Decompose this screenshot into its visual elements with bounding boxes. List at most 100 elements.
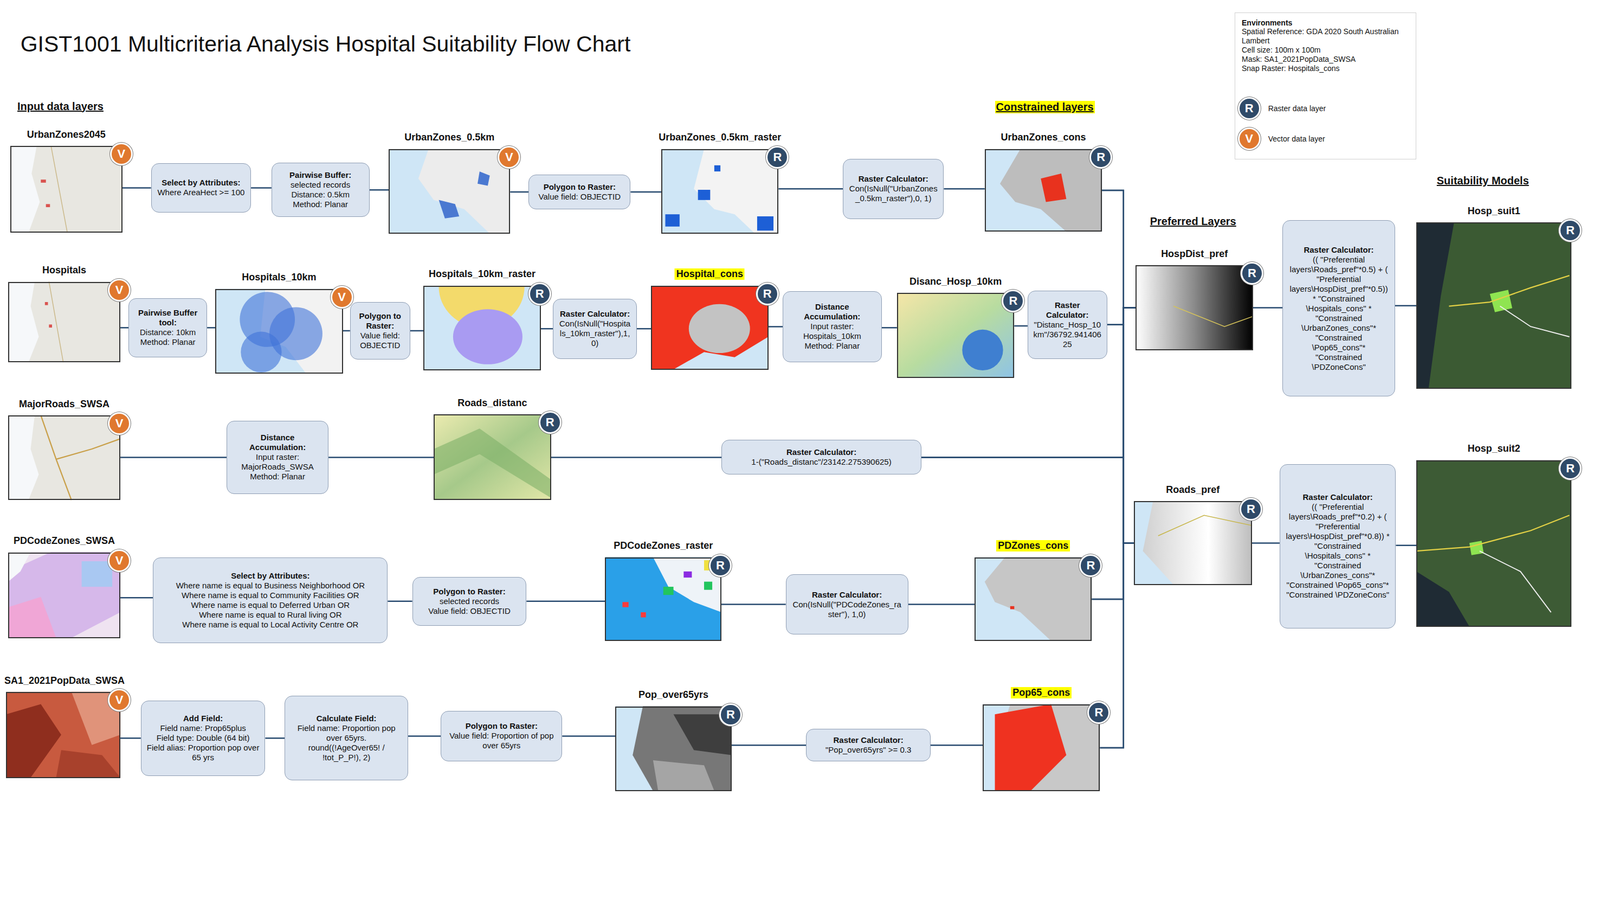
connector xyxy=(1253,306,1283,309)
badge-letter: V xyxy=(505,151,514,164)
legend-text: Raster data layer xyxy=(1268,104,1327,113)
excluded-area xyxy=(688,304,751,353)
layer-thumbnail: PDCodeZones_rasterR xyxy=(604,557,722,641)
badge-letter: R xyxy=(1086,559,1095,572)
badge-letter: R xyxy=(763,287,772,300)
connector xyxy=(120,596,153,599)
layer-thumbnail: Hospitals_10km_rasterR xyxy=(423,285,541,371)
map-land xyxy=(10,145,123,233)
process-title: Select by Attributes: xyxy=(158,570,383,581)
layer-name: UrbanZones2045 xyxy=(27,128,106,141)
process-title: Polygon to Raster: xyxy=(355,311,405,331)
process-box: Raster Calculator:"Pop_over65yrs" >= 0.3 xyxy=(805,728,931,761)
process-text: selected records xyxy=(276,179,365,190)
process-title: Calculate Field: xyxy=(289,713,403,724)
map-sea xyxy=(8,415,39,500)
badge-letter: R xyxy=(1008,294,1018,307)
process-title: Raster Calculator: xyxy=(1287,244,1390,255)
satellite-land xyxy=(1416,222,1572,389)
map-sea xyxy=(8,281,39,363)
layer-type-badge: V xyxy=(107,278,131,302)
process-title: Raster Calculator: xyxy=(1033,300,1102,320)
satellite-land xyxy=(1416,460,1572,627)
process-text: Method: Planar xyxy=(276,199,365,210)
map-land xyxy=(8,415,121,500)
connector xyxy=(510,191,529,193)
connector xyxy=(636,327,651,330)
badge-letter: R xyxy=(1565,224,1575,237)
process-text: Method: Planar xyxy=(231,471,324,482)
layer-type-badge: R xyxy=(528,282,552,306)
layer-type-badge: R xyxy=(719,702,743,726)
process-box: Select by Attributes:Where AreaHect >= 1… xyxy=(151,163,252,212)
connector xyxy=(630,191,662,193)
process-title: Polygon to Raster: xyxy=(533,182,625,192)
connector xyxy=(721,603,786,605)
process-text: Value field: Proportion of pop over 65yr… xyxy=(446,730,557,751)
map-sea xyxy=(388,149,511,234)
layer-thumbnail: PDCodeZones_SWSAV xyxy=(8,552,121,638)
process-text: Value field: OBJECTID xyxy=(355,330,405,351)
badge-letter: R xyxy=(1246,502,1256,515)
hospital-point xyxy=(48,324,53,328)
connector xyxy=(562,734,616,737)
process-title: Raster Calculator: xyxy=(848,173,939,184)
process-text: Field name: Prop65plus xyxy=(146,723,261,733)
buffer-area xyxy=(439,200,460,219)
environment-panel: EnvironmentsSpatial Reference: GDA 2020 … xyxy=(1234,12,1417,160)
process-text: Field alias: Proportion pop over 65 yrs xyxy=(146,742,261,763)
process-title: Polygon to Raster: xyxy=(417,586,522,597)
process-box: Distance Accumulation:Input raster: Hosp… xyxy=(782,291,882,363)
process-text: Field type: Double (64 bit) xyxy=(146,732,261,743)
connector xyxy=(921,456,1134,543)
section-heading: Constrained layers xyxy=(995,100,1095,114)
population-area xyxy=(653,759,715,791)
badge-letter: R xyxy=(726,708,735,721)
badge-letter: R xyxy=(1565,462,1575,475)
process-text: Con(IsNull("UrbanZones_0.5km_raster"),0,… xyxy=(848,183,939,204)
layer-thumbnail: UrbanZones_0.5km_rasterR xyxy=(661,149,779,234)
layer-type-badge: R xyxy=(1079,553,1102,577)
map-road xyxy=(1158,514,1253,536)
layer-type-badge: R xyxy=(1087,700,1111,724)
process-title: Distance Accumulation: xyxy=(231,432,324,453)
connector xyxy=(207,326,216,329)
map-sea xyxy=(650,285,769,370)
map-land xyxy=(984,556,1093,641)
connector xyxy=(540,327,554,330)
badge-letter: R xyxy=(1247,267,1257,280)
layer-type-badge: R xyxy=(756,282,779,306)
raster-cell xyxy=(714,165,721,172)
layer-name: Disanc_Hosp_10km xyxy=(909,275,1002,288)
layer-thumbnail: Roads_prefR xyxy=(1133,500,1253,585)
process-text: 1-("Roads_distanc"/23142.275390625) xyxy=(726,456,916,467)
map-land xyxy=(995,703,1101,791)
map-road xyxy=(40,415,72,500)
process-text: Where name is equal to Rural living OR xyxy=(158,609,383,620)
layer-thumbnail: Pop_over65yrsR xyxy=(615,706,732,791)
process-text: Field name: Proportion pop over 65yrs. xyxy=(289,723,403,743)
layer-thumbnail: MajorRoads_SWSAV xyxy=(8,415,121,500)
suitable-area xyxy=(1469,540,1484,555)
layer-type-badge: V xyxy=(107,549,131,572)
layer-thumbnail: Disanc_Hosp_10kmR xyxy=(897,292,1015,378)
connector xyxy=(265,737,285,739)
map-land xyxy=(8,551,121,638)
map-sea xyxy=(661,149,779,234)
process-text: Method: Planar xyxy=(788,340,877,351)
process-text: Distance: 0.5km xyxy=(276,189,365,200)
section-heading: Suitability Models xyxy=(1436,174,1529,187)
population-area xyxy=(5,691,121,778)
layer-name: HospDist_pref xyxy=(1160,248,1228,260)
constraint-area xyxy=(995,703,1067,791)
process-box: Select by Attributes: Where name is equal… xyxy=(152,557,388,643)
urban-zone xyxy=(40,179,46,183)
map-sea xyxy=(423,285,541,371)
process-box: Pairwise Buffer:selected recordsDistance… xyxy=(271,162,370,217)
connector xyxy=(1395,544,1417,547)
process-title: Add Field: xyxy=(146,713,261,724)
layer-name: Roads_pref xyxy=(1165,484,1220,496)
environment-text: Spatial Reference: GDA 2020 South Austra… xyxy=(1241,27,1410,46)
connector xyxy=(731,744,806,746)
map-road xyxy=(1479,550,1552,612)
